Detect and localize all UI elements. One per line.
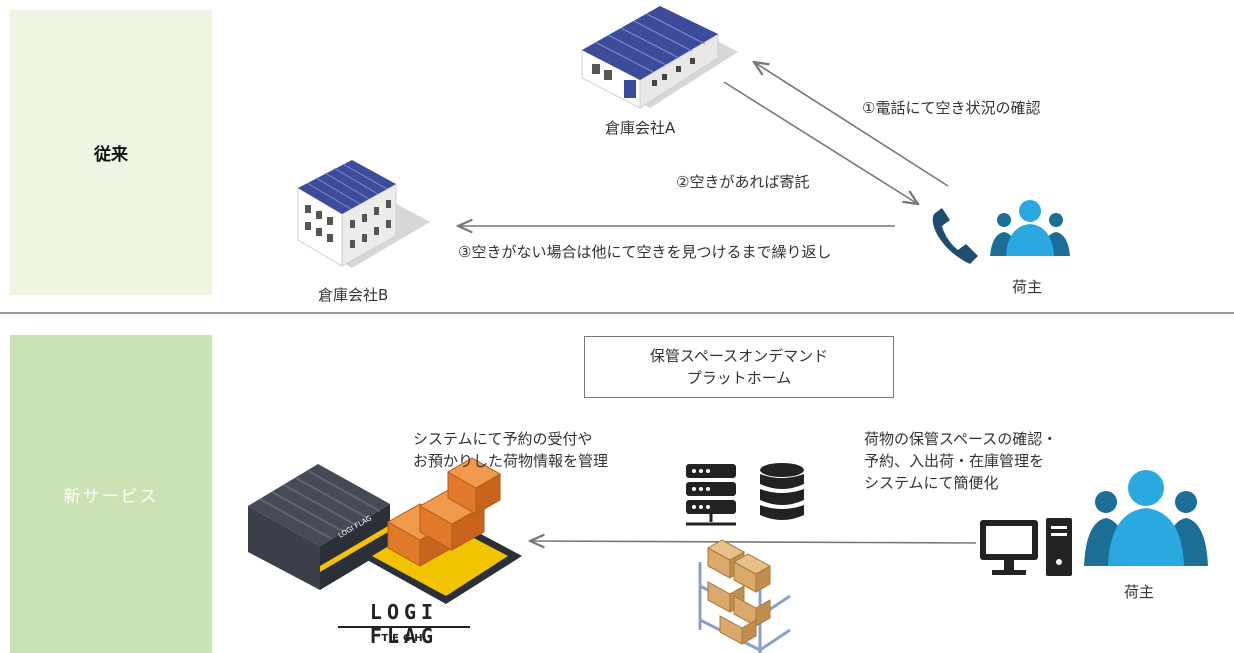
pallet-boxes-icon xyxy=(698,539,791,653)
warehouse-a-label: 倉庫会社A xyxy=(605,119,676,137)
logi-flag-logo: LOGI FLAG xyxy=(369,600,439,648)
database-icon xyxy=(760,463,804,520)
section-label-conventional: 従来 xyxy=(10,10,212,295)
step1-label: ①電話にて空き状況の確認 xyxy=(862,99,1041,117)
system-note-line2: お預かりした荷物情報を管理 xyxy=(413,452,609,470)
people-icon xyxy=(990,200,1070,256)
phone-icon xyxy=(932,208,978,264)
platform-title-line2: プラットホーム xyxy=(686,369,792,387)
system-note-line1: システムにて予約の受付や xyxy=(413,430,593,448)
shipper-note-line3: システムにて簡便化 xyxy=(864,474,999,492)
arrow-step1 xyxy=(754,62,949,187)
section-divider xyxy=(0,312,1234,314)
server-icon xyxy=(686,464,736,526)
step3-label: ③空きがない場合は他にて空きを見つけるまで繰り返し xyxy=(458,243,832,261)
arrow-step2 xyxy=(723,81,918,204)
people-icon-new xyxy=(1084,470,1208,566)
shipper-label-new: 荷主 xyxy=(1124,583,1155,601)
logo-rule xyxy=(338,626,470,628)
computer-icon xyxy=(980,518,1072,576)
shipper-label: 荷主 xyxy=(1012,278,1043,296)
shipper-note-line2: 予約、入出荷・在庫管理を xyxy=(864,452,1045,470)
warehouse-a-icon xyxy=(581,6,738,109)
platform-box: 保管スペースオンデマンド プラットホーム xyxy=(584,336,894,398)
arrow-new-flow xyxy=(530,541,977,543)
section-label-new-service: 新サービス xyxy=(10,335,212,653)
warehouse-b-icon xyxy=(297,160,430,268)
warehouse-b-label: 倉庫会社B xyxy=(318,286,389,304)
logi-flag-logo-sub: TECH xyxy=(381,633,427,644)
system-note: システムにて予約の受付や お預かりした荷物情報を管理 xyxy=(413,428,608,472)
step2-label: ②空きがあれば寄託 xyxy=(676,173,810,191)
logi-flag-warehouse-icon: LOGI FLAG xyxy=(248,457,522,604)
shipper-note: 荷物の保管スペースの確認・ 予約、入出荷・在庫管理を システムにて簡便化 xyxy=(864,428,1057,494)
shipper-note-line1: 荷物の保管スペースの確認・ xyxy=(864,430,1058,448)
platform-title-line1: 保管スペースオンデマンド xyxy=(649,347,829,365)
